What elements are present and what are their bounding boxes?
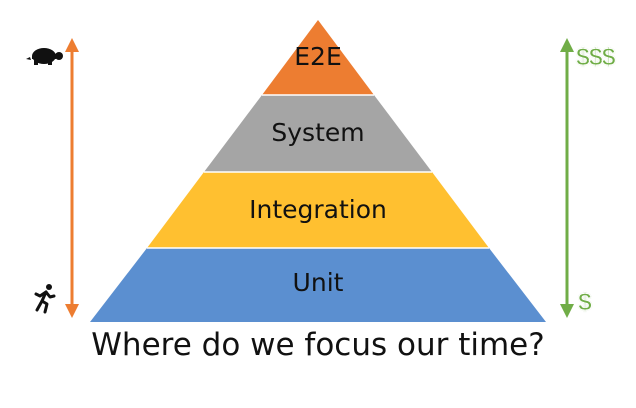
pyramid-layer-e2e (262, 20, 374, 95)
runner-icon (34, 284, 56, 314)
speed-axis-arrow (65, 38, 79, 318)
cost-low-label: $ (578, 288, 593, 317)
system-label: System (271, 118, 365, 147)
turtle-icon (26, 48, 63, 65)
caption: Where do we focus our time? (91, 327, 545, 363)
pyramid-layer-unit (90, 248, 546, 322)
e2e-label: E2E (294, 42, 342, 71)
pyramid-layer-system (204, 95, 432, 172)
pyramid-layer-integration (147, 172, 489, 248)
cost-axis-arrow (560, 38, 574, 318)
unit-label: Unit (292, 268, 344, 297)
cost-high-label: $$$ (576, 43, 617, 72)
integration-label: Integration (249, 195, 387, 224)
